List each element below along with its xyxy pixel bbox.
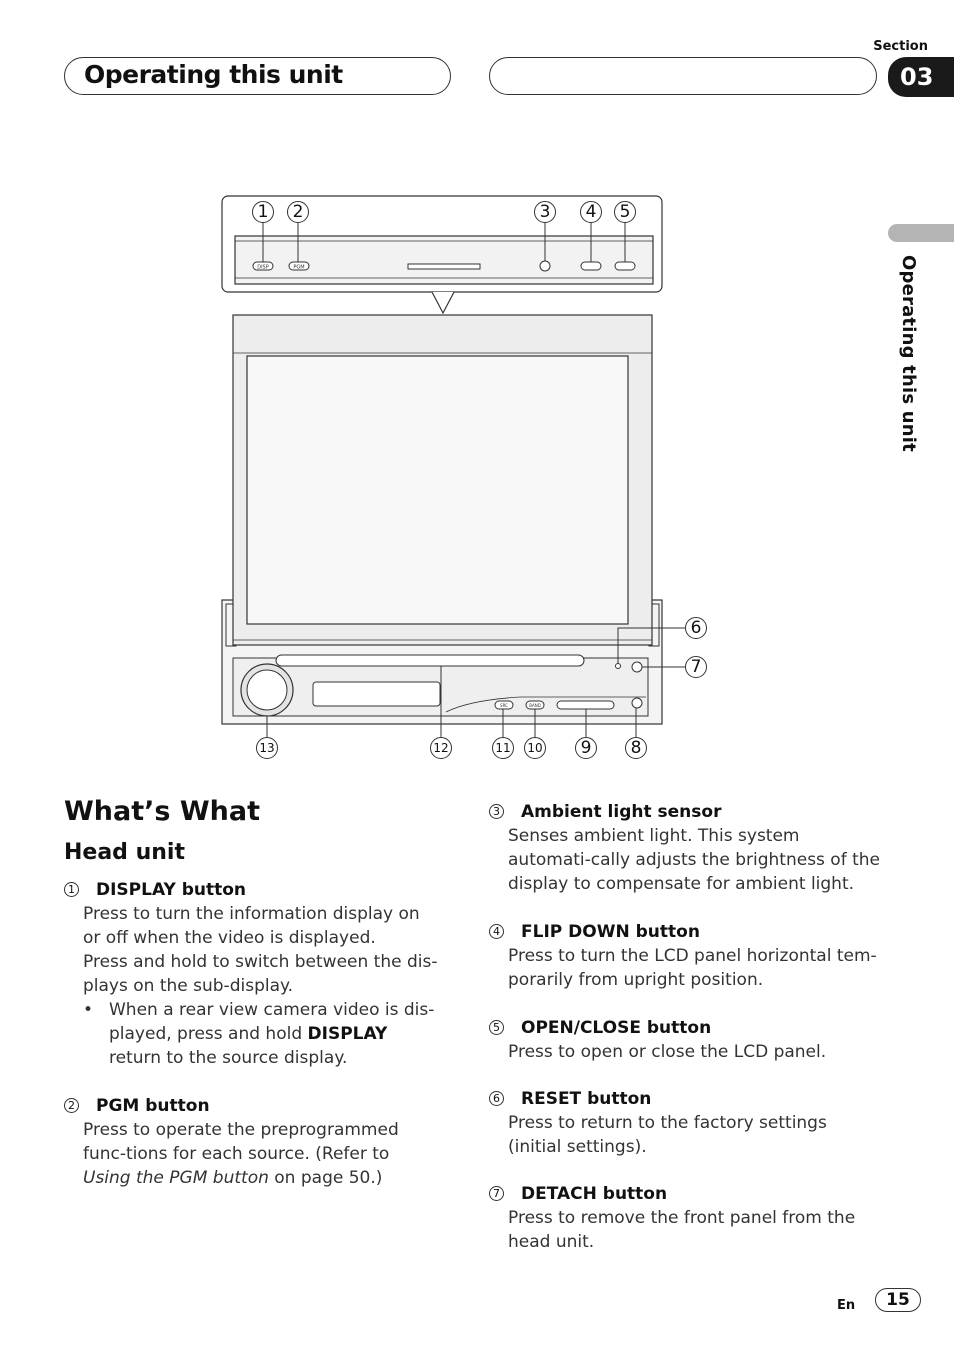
section-number-badge: 03 (888, 57, 954, 97)
item-number: 4 (489, 924, 504, 939)
item-title: RESET button (521, 1089, 652, 1109)
header-title-frame (64, 57, 451, 95)
item-paragraph: Press to turn the information display on… (83, 904, 420, 948)
head-unit-diagram: DISP PGM SRC BAND (221, 195, 685, 737)
item-bullet: • When a rear view camera video is dis-p… (83, 998, 442, 1070)
callout-6: 6 (685, 617, 707, 639)
item-number: 1 (64, 882, 79, 897)
item-reset-button: 6 RESET button Press to return to the fa… (489, 1087, 881, 1159)
src-button-label: SRC (500, 703, 508, 708)
side-tab-label: Operating this unit (898, 255, 919, 452)
callout-3: 3 (534, 201, 556, 223)
side-tab-marker (888, 224, 954, 242)
item-number: 2 (64, 1098, 79, 1113)
bullet-text-part: return to the source display. (109, 1048, 348, 1068)
page-number: 15 (875, 1288, 921, 1312)
bullet-text: When a rear view camera video is dis-pla… (109, 998, 442, 1070)
item-flip-down-button: 4 FLIP DOWN button Press to turn the LCD… (489, 920, 881, 992)
item-paragraph: Press to return to the factory settings … (508, 1113, 827, 1157)
item-ambient-light-sensor: 3 Ambient light sensor Senses ambient li… (489, 800, 881, 896)
callout-4: 4 (580, 201, 602, 223)
callout-12: 12 (430, 737, 452, 759)
right-column: 3 Ambient light sensor Senses ambient li… (489, 800, 881, 1272)
item-number: 6 (489, 1091, 504, 1106)
item-detach-button: 7 DETACH button Press to remove the fron… (489, 1182, 881, 1254)
callout-9: 9 (575, 737, 597, 759)
item-title: Ambient light sensor (521, 802, 722, 822)
callout-2: 2 (287, 201, 309, 223)
callout-8: 8 (625, 737, 647, 759)
callout-1: 1 (252, 201, 274, 223)
item-title: FLIP DOWN button (521, 922, 700, 942)
item-number: 7 (489, 1186, 504, 1201)
section-label: Section (873, 39, 928, 54)
paragraph-part: Press to operate the preprogrammed func-… (83, 1120, 399, 1164)
item-pgm-button: 2 PGM button Press to operate the prepro… (64, 1094, 442, 1190)
left-column: 1 DISPLAY button Press to turn the infor… (64, 878, 442, 1208)
callout-10: 10 (524, 737, 546, 759)
item-open-close-button: 5 OPEN/CLOSE button Press to open or clo… (489, 1016, 881, 1064)
callout-11: 11 (492, 737, 514, 759)
item-number: 5 (489, 1020, 504, 1035)
disp-button-label: DISP (257, 265, 269, 271)
item-paragraph: Senses ambient light. This system automa… (508, 826, 880, 894)
item-number: 3 (489, 804, 504, 819)
item-title: DETACH button (521, 1184, 668, 1204)
main-unit (221, 314, 685, 737)
bullet-bold-term: DISPLAY (307, 1024, 388, 1044)
bullet-text-part: When a rear view camera video is dis-pla… (109, 1000, 435, 1044)
paragraph-part: on page 50.) (268, 1168, 383, 1188)
item-title: PGM button (96, 1096, 210, 1116)
header-blank-frame (489, 57, 877, 95)
cross-reference: Using the PGM button (83, 1168, 269, 1188)
band-button-label: BAND (529, 703, 541, 708)
pgm-button-label: PGM (293, 265, 304, 271)
callout-7: 7 (685, 656, 707, 678)
subsection-heading: Head unit (64, 840, 185, 865)
item-display-button: 1 DISPLAY button Press to turn the infor… (64, 878, 442, 1070)
section-heading: What’s What (64, 796, 260, 827)
language-label: En (837, 1298, 856, 1313)
callout-5: 5 (614, 201, 636, 223)
item-paragraph: Press and hold to switch between the dis… (83, 952, 438, 996)
item-paragraph: Press to turn the LCD panel horizontal t… (508, 946, 877, 990)
bullet-dot: • (83, 1000, 94, 1020)
item-paragraph: Press to operate the preprogrammed func-… (83, 1118, 442, 1190)
item-title: DISPLAY button (96, 880, 247, 900)
item-paragraph: Press to remove the front panel from the… (508, 1208, 856, 1252)
item-title: OPEN/CLOSE button (521, 1018, 712, 1038)
callout-13: 13 (256, 737, 278, 759)
page-title: Operating this unit (84, 60, 343, 89)
item-paragraph: Press to open or close the LCD panel. (508, 1042, 827, 1062)
